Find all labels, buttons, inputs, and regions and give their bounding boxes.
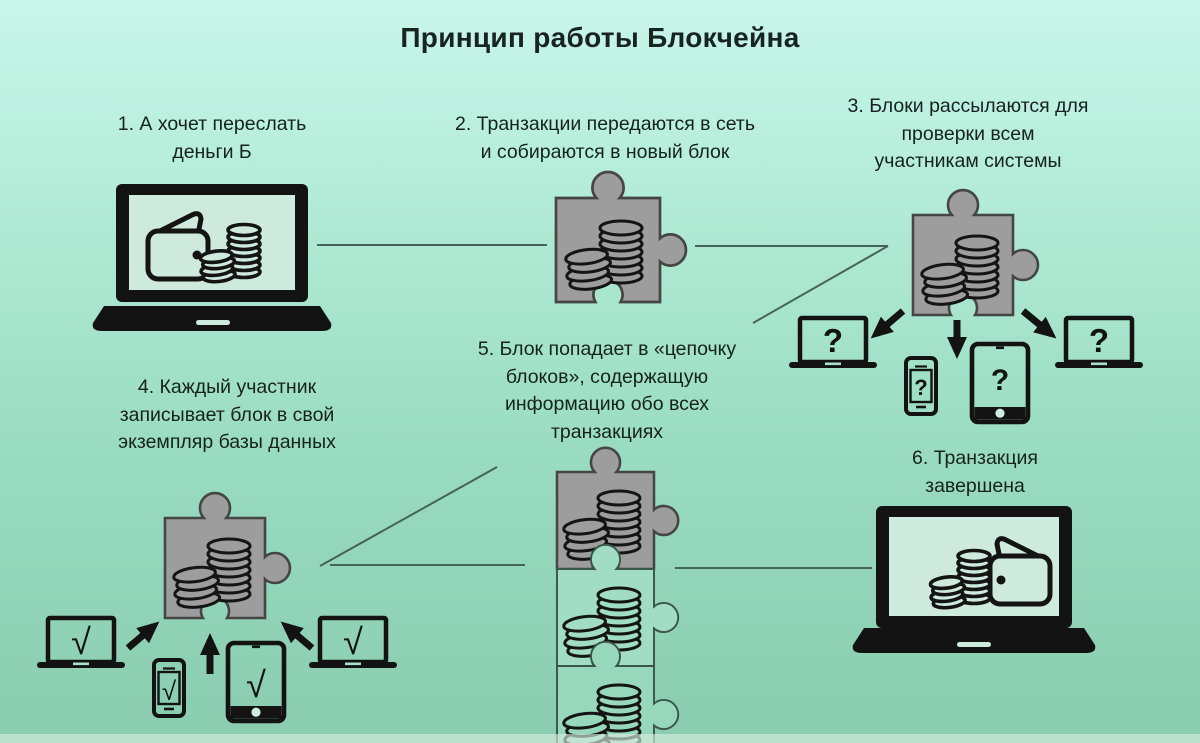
step-2-label: 2. Транзакции передаются в сеть и собира… (455, 113, 755, 163)
question-glyph: ? (991, 364, 1009, 397)
verify-block-icon: √ √ √ √ (37, 491, 397, 721)
puzzle-block-with-coins-icon (554, 170, 688, 304)
connector-lines (317, 244, 889, 569)
check-glyph: √ (246, 664, 266, 705)
step-3-label: 3. Блоки рассылаются для проверки всем у… (847, 95, 1089, 172)
step-6-label: 6. Транзакция завершена (912, 447, 1038, 497)
wallet-icon (145, 211, 211, 282)
stacked-puzzle-blocks-icon (555, 446, 680, 743)
step-1-label: 1. А хочет переслать деньги Б (117, 113, 307, 163)
broadcast-block-icon: ? ? ? ? (789, 188, 1143, 422)
page-title: Принцип работы Блокчейна (400, 22, 800, 53)
laptop-wallet-icon (92, 184, 332, 331)
arrow-up-right-icon (125, 621, 160, 651)
question-glyph: ? (1089, 322, 1109, 359)
step-5-label: 5. Блок попадает в «цепочку блоков», сод… (477, 338, 737, 443)
question-glyph: ? (823, 322, 843, 359)
step-4-label: 4. Каждый участник записывает блок в сво… (118, 376, 336, 453)
question-glyph: ? (914, 375, 927, 400)
bottom-light-strip (0, 734, 1200, 743)
check-glyph: √ (71, 621, 91, 662)
laptop-wallet-icon (852, 506, 1096, 653)
check-glyph: √ (343, 621, 363, 662)
arrow-up-left-icon (280, 621, 315, 651)
arrow-down-right-icon (1020, 308, 1057, 339)
arrow-down-left-icon (870, 308, 906, 339)
check-glyph: √ (162, 676, 177, 706)
